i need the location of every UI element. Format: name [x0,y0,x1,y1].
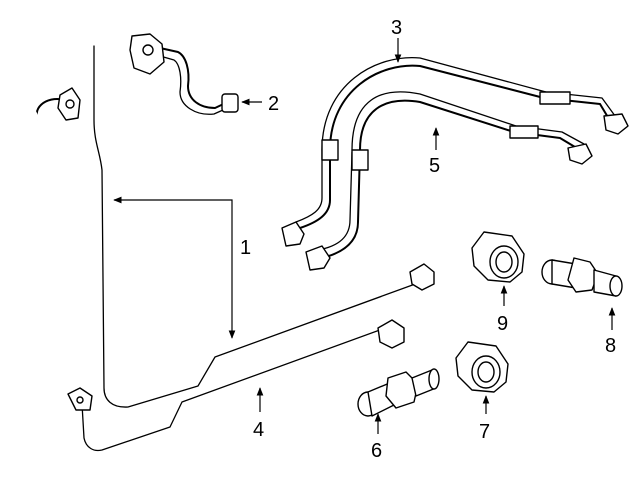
callout-7: 7 [479,421,490,443]
part-8-valve [541,257,623,297]
callout-9: 9 [497,313,508,335]
part-3-hose [281,57,629,247]
callout-5: 5 [429,155,440,177]
callout-1: 1 [240,237,251,259]
part-5-hose [305,91,593,271]
callout-3: 3 [391,17,402,39]
part-2-tube [129,33,239,115]
callout-6: 6 [371,440,382,462]
part-1-tube-assembly [10,25,435,408]
callout-4: 4 [253,419,264,441]
part-9-cap [471,231,525,283]
part-4-tube [67,319,405,458]
part-7-cap [455,341,509,393]
callout-labels: 1 2 3 4 5 6 7 8 9 [240,17,616,462]
part-6-valve [357,368,440,417]
callout-2: 2 [268,93,279,115]
callout-leaders [113,38,616,434]
callout-8: 8 [605,335,616,357]
